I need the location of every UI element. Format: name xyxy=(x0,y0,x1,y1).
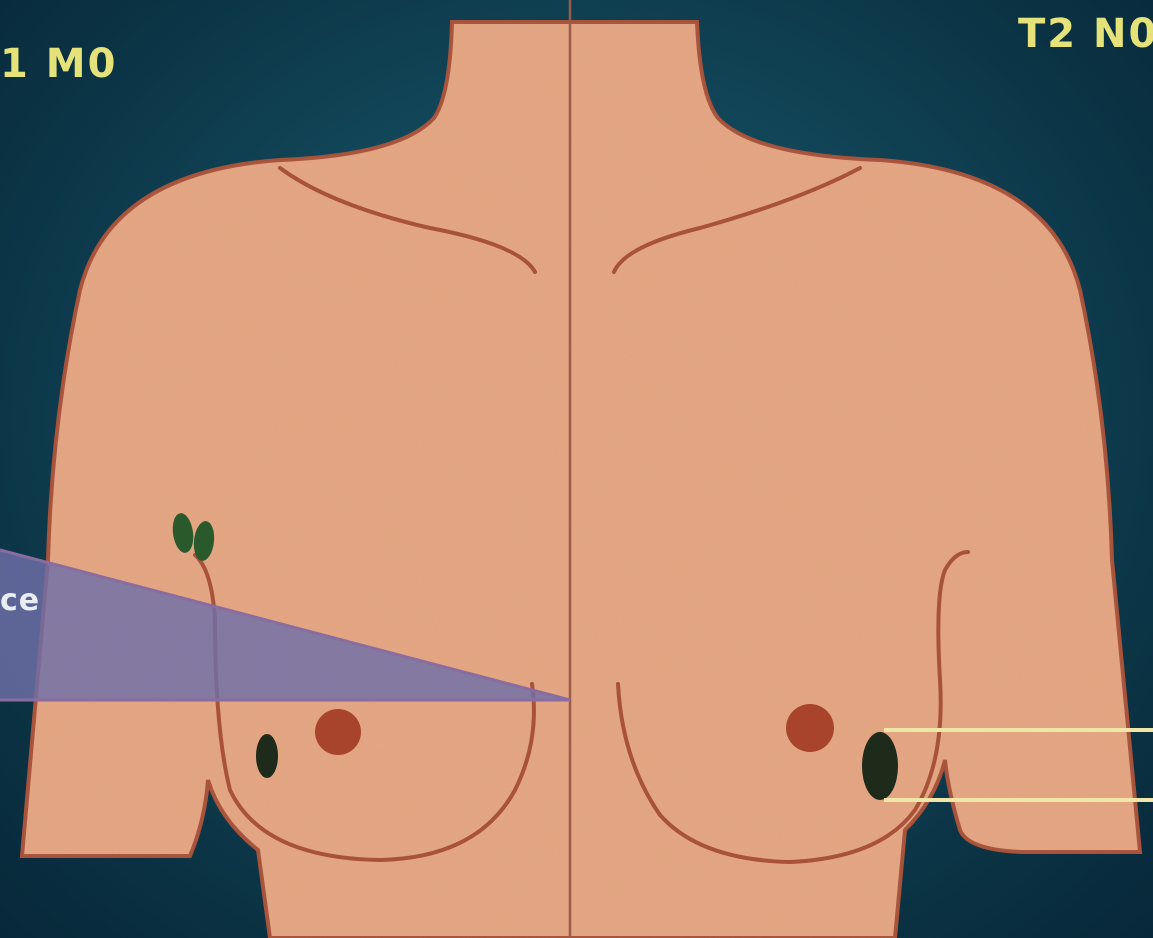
right-nipple xyxy=(786,704,834,752)
small-tumor-icon xyxy=(256,734,278,778)
left-stage-label: 1 M0 xyxy=(0,44,117,84)
right-stage-label: T2 N0 xyxy=(1018,14,1153,54)
large-tumor-icon xyxy=(862,732,898,800)
left-nipple xyxy=(315,709,361,755)
pointer-label: ce xyxy=(0,586,40,616)
